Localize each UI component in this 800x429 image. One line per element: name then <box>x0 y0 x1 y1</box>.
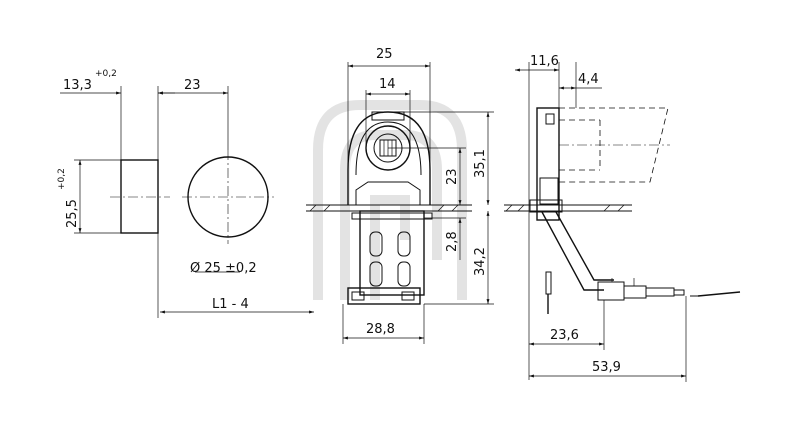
dim-side-width-total: 53,9 <box>592 360 621 375</box>
cutout-view: 13,3 +0,2 23 25,5 +0,2 Ø 25 ±0,2 L1 - 4 <box>57 69 314 318</box>
dim-side-width-mid: 23,6 <box>550 328 579 343</box>
dim-front-width-inner: 14 <box>379 77 396 92</box>
front-view: 25 14 23 35,1 2,8 34,2 28,8 <box>306 47 494 344</box>
side-view: 11,6 4,4 23,6 53,9 <box>504 54 741 382</box>
dim-side-offset: 4,4 <box>578 72 599 87</box>
dim-side-width-top: 11,6 <box>530 54 559 69</box>
dim-left-width: 13,3 <box>63 78 92 93</box>
dim-block-height: 25,5 <box>65 199 80 228</box>
dim-front-width-top: 25 <box>376 47 393 62</box>
dim-diameter: Ø 25 ±0,2 <box>190 261 257 276</box>
dim-block-height-tolerance: +0,2 <box>57 168 67 190</box>
dim-circle-offset: 23 <box>184 78 201 93</box>
dim-left-tolerance: +0,2 <box>95 69 117 79</box>
dim-front-height-lower: 34,2 <box>473 247 488 276</box>
dim-front-gap: 2,8 <box>445 231 460 252</box>
dim-front-width-bottom: 28,8 <box>366 322 395 337</box>
watermark <box>313 100 467 300</box>
cutout-block <box>120 159 159 234</box>
dim-front-height-total: 35,1 <box>473 149 488 178</box>
dim-front-height-upper: 23 <box>445 168 460 185</box>
dim-length: L1 - 4 <box>212 297 249 312</box>
